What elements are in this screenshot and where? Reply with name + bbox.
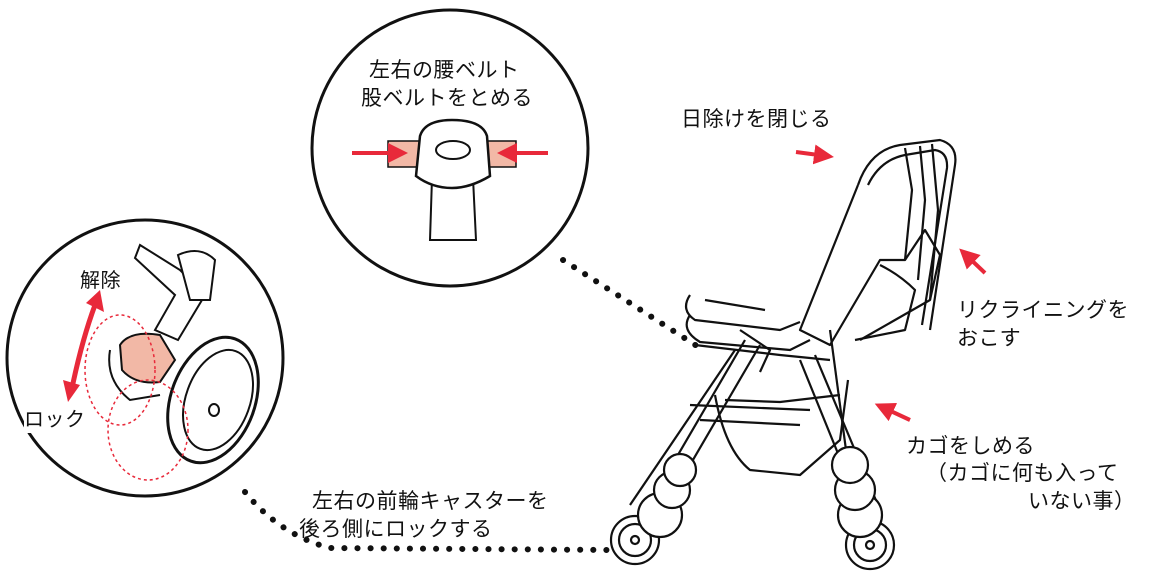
basket-label-line1: カゴをしめる [906, 434, 1035, 458]
recline-label-line1: リクライニングを [957, 298, 1129, 322]
belt-label-line1: 左右の腰ベルト [369, 58, 520, 82]
caster-lock-lever [118, 332, 177, 384]
canopy-arrow [795, 144, 834, 165]
buckle-button [435, 140, 471, 160]
stroller-illustration [609, 138, 957, 571]
canopy-label: 日除けを閉じる [681, 107, 832, 131]
front-wheel [166, 335, 260, 465]
release-lock-arrow [69, 304, 98, 389]
basket-label-line3: いない事） [1028, 489, 1136, 513]
basket-arrow [874, 402, 911, 422]
caster-label-line2: 後ろ側にロックする [299, 517, 493, 541]
swivel-path-lower [107, 379, 189, 481]
caster-label-line1: 左右の前輪キャスターを [312, 489, 549, 513]
lock-label: ロック [24, 405, 86, 433]
release-label: 解除 [80, 268, 121, 292]
recline-label-line2: おこす [957, 326, 1022, 350]
dotted-connector-belt [560, 257, 703, 351]
swivel-path-upper [84, 314, 156, 426]
belt-label-line2: 股ベルトをとめる [361, 86, 533, 110]
recline-arrow [959, 248, 987, 275]
basket-label-line2: （カゴに何も入って [926, 461, 1119, 485]
caster-detail-circle [5, 218, 285, 498]
buckle-detail-circle [310, 8, 590, 288]
dotted-connector-caster [242, 489, 613, 553]
